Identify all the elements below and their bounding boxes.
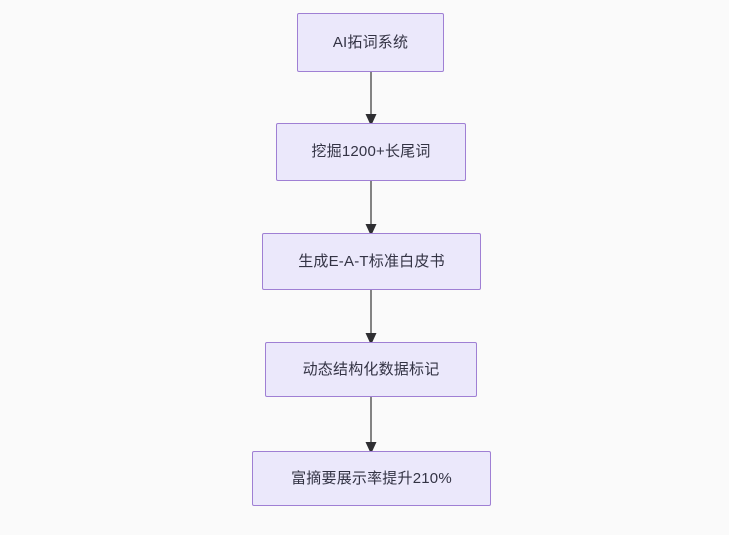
node-label: AI拓词系统 (332, 33, 409, 51)
flowchart-node-rich-snippet-impression-lift[interactable]: 富摘要展示率提升210% (252, 451, 491, 506)
flowchart-node-mine-longtail-keywords[interactable]: 挖掘1200+长尾词 (276, 123, 466, 181)
flowchart-node-dynamic-structured-data-markup[interactable]: 动态结构化数据标记 (265, 342, 477, 397)
node-label: 挖掘1200+长尾词 (311, 143, 431, 160)
node-label: 生成E-A-T标准白皮书 (298, 252, 445, 270)
edge-node-2-to-node-3 (365, 181, 377, 236)
edge-node-3-to-node-4 (365, 290, 377, 345)
edge-node-1-to-node-2 (365, 72, 377, 126)
node-label: 动态结构化数据标记 (302, 360, 440, 378)
flowchart-node-generate-eat-whitepaper[interactable]: 生成E-A-T标准白皮书 (262, 233, 481, 290)
edge-node-4-to-node-5 (365, 397, 377, 454)
node-label: 富摘要展示率提升210% (291, 469, 452, 487)
flowchart-node-ai-keyword-system[interactable]: AI拓词系统 (297, 13, 444, 72)
